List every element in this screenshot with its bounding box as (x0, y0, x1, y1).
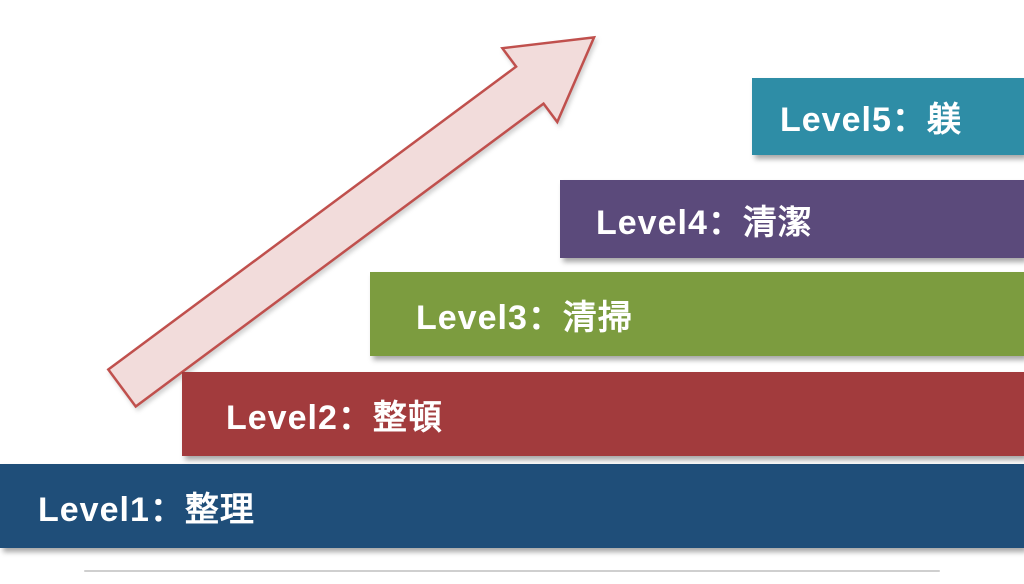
growth-arrow-shape (106, 35, 597, 409)
level-bar-5: Level5：躾 (752, 78, 1024, 155)
slide-bottom-edge (84, 570, 940, 572)
level-label-2: Level2：整頓 (226, 398, 443, 437)
level-bar-1: Level1：整理 (0, 464, 1024, 548)
level-bar-2: Level2：整頓 (182, 372, 1024, 456)
level-label-1: Level1：整理 (38, 490, 255, 529)
level-label-5: Level5：躾 (780, 101, 962, 139)
level-bar-3: Level3：清掃 (370, 272, 1024, 356)
level-bar-4: Level4：清潔 (560, 180, 1024, 258)
level-label-4: Level4：清潔 (596, 203, 813, 242)
level-label-3: Level3：清掃 (416, 298, 633, 337)
